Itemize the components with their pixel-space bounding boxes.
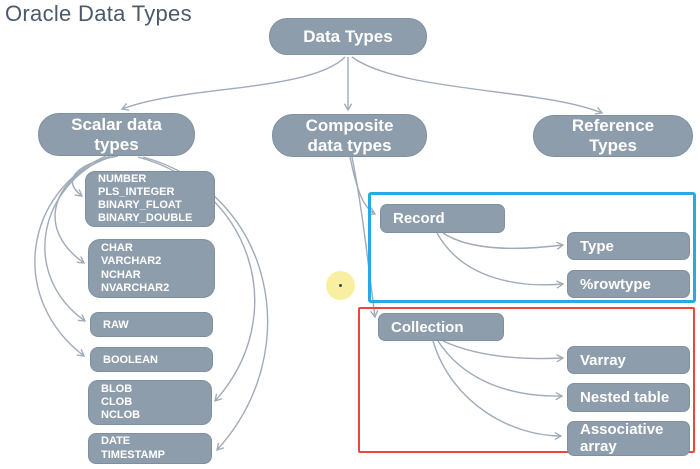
node-composite-data-types: Composite data types xyxy=(272,114,427,157)
node-associative-array: Associative array xyxy=(567,421,690,456)
node-raw: RAW xyxy=(90,312,213,337)
node-lob-group: BLOB CLOB NCLOB xyxy=(88,380,212,425)
collection-group-outline xyxy=(358,307,695,453)
node-char-group: CHAR VARCHAR2 NCHAR NVARCHAR2 xyxy=(88,239,215,298)
node-data-types: Data Types xyxy=(269,18,427,55)
edge-scalar-boolean xyxy=(34,155,107,357)
node-record: Record xyxy=(380,204,505,233)
edge-root-reference xyxy=(351,56,604,115)
edge-composite-record xyxy=(349,156,377,215)
edge-collection-nested xyxy=(437,340,564,401)
node-number-group: NUMBER PLS_INTEGER BINARY_FLOAT BINARY_D… xyxy=(85,171,215,227)
node-boolean: BOOLEAN xyxy=(90,347,213,372)
node-reference-types: Reference Types xyxy=(533,115,693,157)
edge-record-rowtype xyxy=(436,232,565,289)
edge-collection-assoc xyxy=(432,340,563,441)
cursor-highlight xyxy=(326,271,355,300)
node-date-timestamp: DATE TIMESTAMP xyxy=(88,433,212,464)
edge-collection-varray xyxy=(442,340,565,363)
node-nested-table: Nested table xyxy=(567,383,690,412)
edge-root-scalar xyxy=(120,56,346,111)
cursor-dot-icon xyxy=(339,284,342,287)
node-rowtype: %rowtype xyxy=(567,270,690,298)
edge-scalar-raw xyxy=(44,155,111,322)
page-title: Oracle Data Types xyxy=(5,1,192,26)
node-type: Type xyxy=(567,232,690,260)
node-collection: Collection xyxy=(378,313,504,341)
edge-record-type xyxy=(442,232,565,250)
node-varray: Varray xyxy=(567,346,690,374)
record-group-outline xyxy=(368,192,696,303)
node-scalar-data-types: Scalar data types xyxy=(38,113,195,156)
